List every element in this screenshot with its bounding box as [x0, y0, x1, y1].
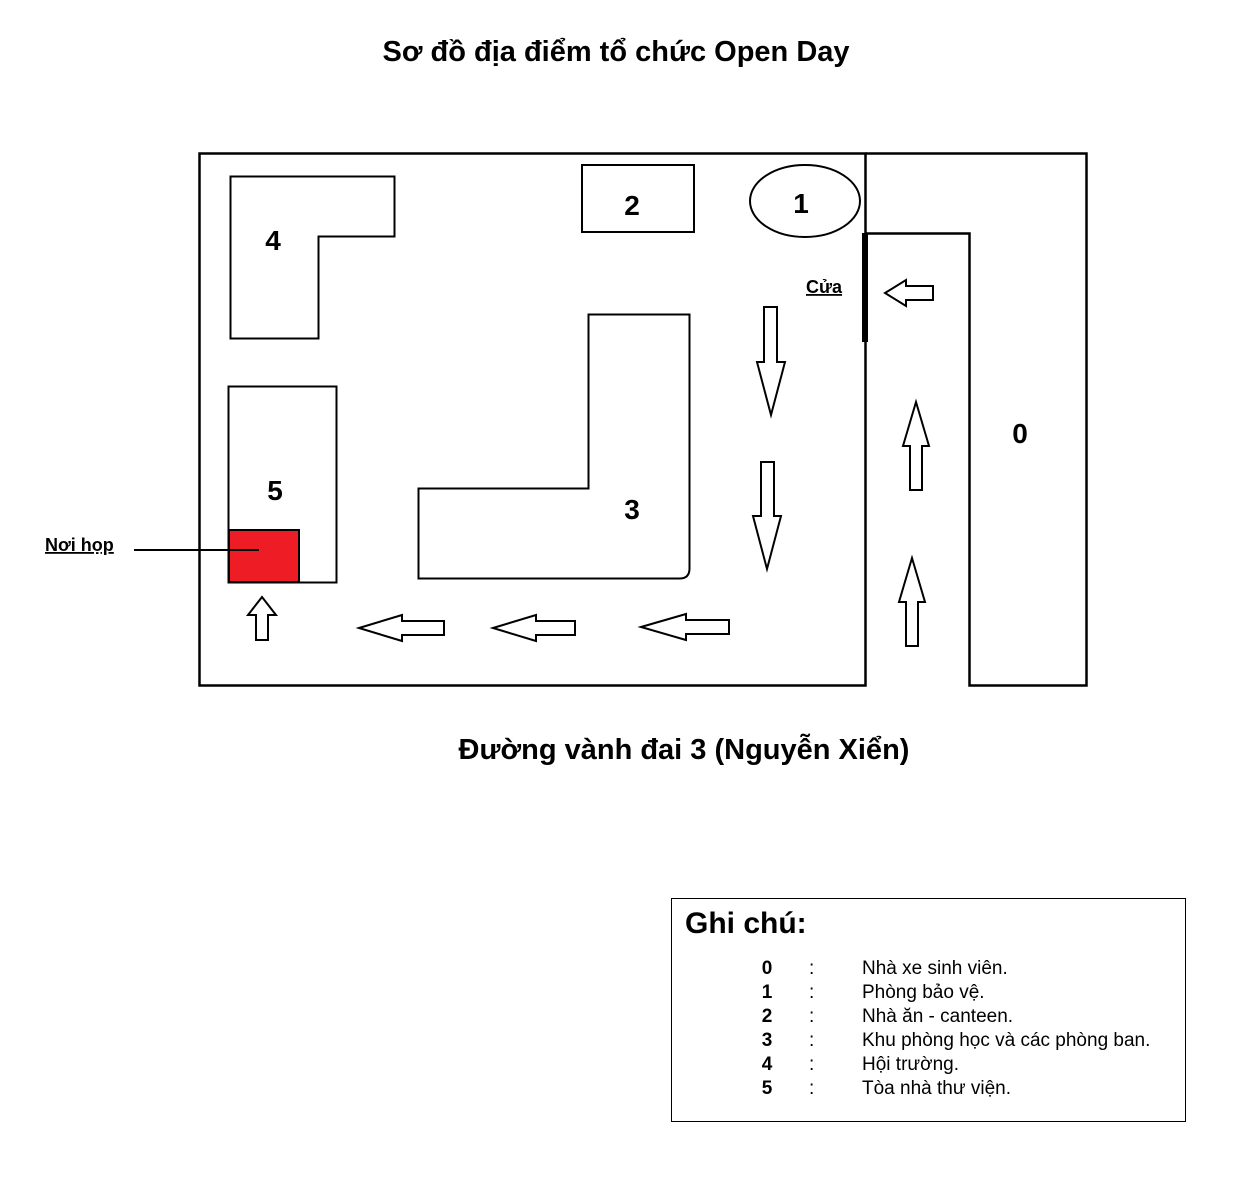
legend-desc: Khu phòng học và các phòng ban.	[862, 1030, 1151, 1051]
campus-boundary	[198, 152, 867, 687]
legend-title: Ghi chú:	[685, 907, 807, 940]
legend-sep: :	[809, 1030, 815, 1051]
building-1-label: 1	[793, 188, 809, 219]
legend-desc: Nhà xe sinh viên.	[862, 958, 1008, 979]
arrow-up-icon	[897, 554, 927, 647]
legend-key: 1	[761, 982, 773, 1003]
building-2[interactable]	[581, 164, 695, 233]
legend-item: 3 : Khu phòng học và các phòng ban.	[672, 1030, 1187, 1054]
map-title: Sơ đồ địa điểm tổ chức Open Day	[382, 36, 849, 68]
building-3-label: 3	[624, 494, 640, 525]
legend: Ghi chú: 0 : Nhà xe sinh viên. 1 : Phòng…	[671, 898, 1186, 1122]
arrow-down-icon	[755, 306, 787, 419]
road-label: Đường vành đai 3 (Nguyễn Xiển)	[459, 732, 910, 766]
legend-sep: :	[809, 982, 815, 1003]
arrow-left-icon	[637, 612, 730, 642]
building-0-label: 0	[1012, 418, 1028, 449]
legend-desc: Hội trường.	[862, 1054, 959, 1075]
parking-boundary	[865, 152, 1088, 687]
legend-desc: Nhà ăn - canteen.	[862, 1006, 1014, 1027]
arrow-left-icon	[355, 613, 445, 643]
legend-sep: :	[809, 958, 815, 979]
gate-label: Cửa	[806, 277, 843, 297]
legend-item: 0 : Nhà xe sinh viên.	[672, 958, 1187, 982]
legend-desc: Tòa nhà thư viện.	[862, 1078, 1011, 1099]
building-5-label: 5	[267, 475, 283, 506]
legend-key: 5	[761, 1078, 773, 1099]
legend-item: 1 : Phòng bảo vệ.	[672, 982, 1187, 1006]
building-1[interactable]	[749, 164, 861, 238]
building-4-label: 4	[265, 225, 281, 256]
arrow-up-icon	[245, 595, 279, 641]
building-2-label: 2	[624, 190, 640, 221]
arrow-left-icon	[883, 278, 934, 308]
legend-desc: Phòng bảo vệ.	[862, 982, 985, 1003]
legend-sep: :	[809, 1078, 815, 1099]
arrow-up-icon	[901, 398, 931, 491]
legend-item: 4 : Hội trường.	[672, 1054, 1187, 1078]
meeting-place[interactable]	[228, 529, 300, 583]
building-4[interactable]	[229, 175, 396, 340]
arrow-down-icon	[751, 461, 783, 573]
legend-key: 4	[761, 1054, 773, 1075]
legend-key: 0	[761, 958, 773, 979]
legend-item: 5 : Tòa nhà thư viện.	[672, 1078, 1187, 1102]
arrow-left-icon	[489, 613, 576, 643]
legend-sep: :	[809, 1006, 815, 1027]
meeting-place-label: Nơi họp	[45, 535, 114, 555]
legend-sep: :	[809, 1054, 815, 1075]
legend-item: 2 : Nhà ăn - canteen.	[672, 1006, 1187, 1030]
legend-key: 3	[761, 1030, 773, 1051]
legend-key: 2	[761, 1006, 773, 1027]
building-3[interactable]	[417, 313, 691, 580]
